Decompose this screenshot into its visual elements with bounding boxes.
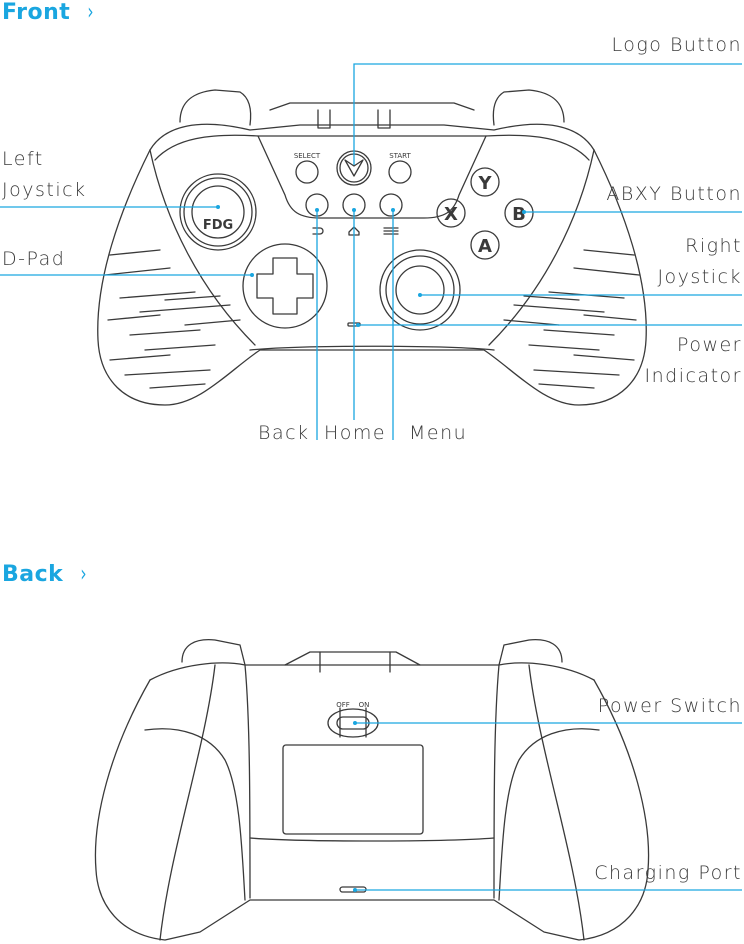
home-button-label: Home — [324, 422, 387, 444]
charging-port-label: Charging Port — [594, 862, 742, 884]
switch-off-label: OFF — [336, 701, 350, 709]
joystick-brand: FDG — [203, 218, 233, 233]
back-leader-lines — [355, 722, 742, 891]
menu-button-label: Menu — [409, 422, 468, 444]
select-label: SELECT — [294, 152, 321, 160]
left-joystick-label-line1: Left — [2, 148, 44, 170]
front-section-title: Front › — [2, 0, 96, 25]
a-button: A — [478, 236, 492, 257]
b-button: B — [512, 204, 526, 225]
left-bumper-shape — [179, 89, 252, 126]
chevron-right-icon: › — [87, 0, 95, 25]
right-joystick-label-line2: Joystick — [657, 266, 742, 288]
front-title-text: Front — [2, 0, 71, 25]
start-label: START — [389, 152, 411, 160]
front-leader-lines — [0, 63, 742, 440]
back-button-label: Back — [258, 422, 310, 444]
dpad-label: D-Pad — [2, 248, 66, 270]
left-joystick-label-line2: Joystick — [2, 179, 87, 201]
back-title-text: Back — [2, 562, 64, 587]
chevron-right-icon: › — [80, 562, 88, 587]
right-joystick-label-line1: Right — [685, 235, 742, 257]
power-indicator-label-line2: Indicator — [644, 365, 742, 387]
back-controller-diagram — [94, 639, 650, 941]
x-button: X — [444, 204, 458, 225]
y-button: Y — [477, 173, 492, 194]
power-switch-label: Power Switch — [597, 695, 742, 717]
logo-button-label: Logo Button — [611, 34, 742, 56]
abxy-button-label: ABXY Button — [606, 183, 742, 205]
power-indicator-label-line1: Power — [677, 334, 742, 356]
switch-on-label: ON — [359, 701, 370, 709]
back-section-title: Back › — [2, 562, 89, 587]
